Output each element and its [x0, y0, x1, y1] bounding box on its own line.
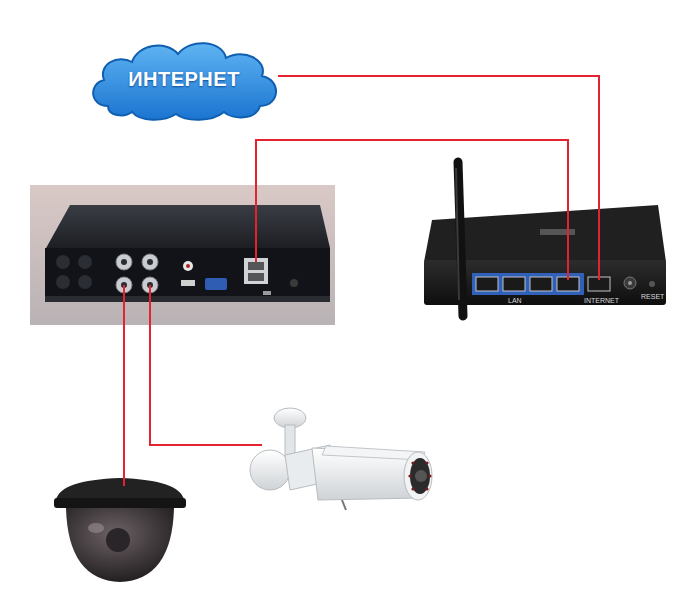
- port-label: INTERNET: [584, 297, 619, 305]
- cloud-node: ИНТЕРНЕТ: [86, 36, 282, 122]
- node-label: ИНТЕРНЕТ: [128, 68, 240, 91]
- port-label: LAN: [508, 297, 522, 305]
- cable: [124, 76, 599, 486]
- dome-camera: [54, 478, 186, 582]
- dvr-photo: [30, 185, 335, 325]
- port-label: RESET: [641, 293, 664, 301]
- bullet-camera: [250, 408, 432, 510]
- router: [424, 162, 666, 316]
